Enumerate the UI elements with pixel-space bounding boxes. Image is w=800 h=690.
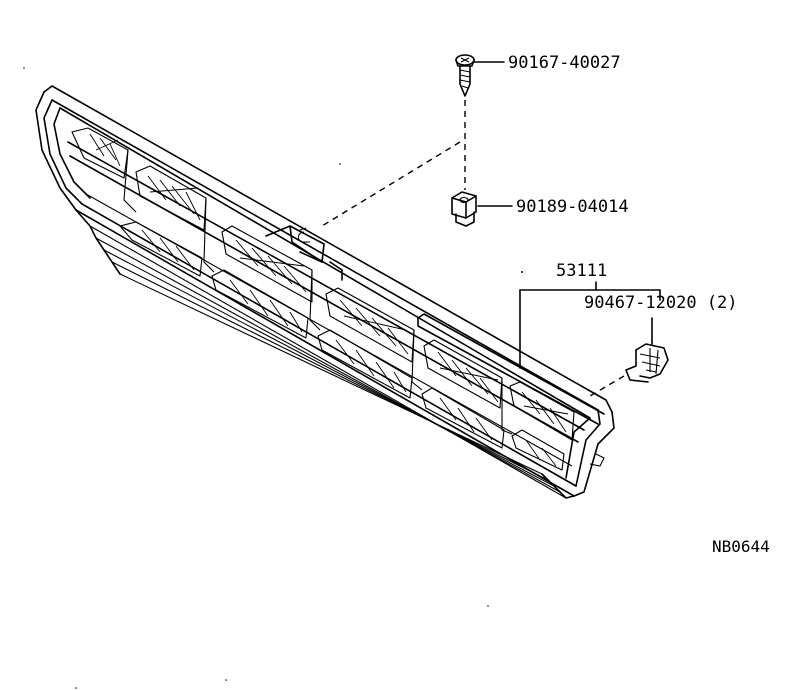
radiator-grille: C	[35, 85, 615, 499]
upper-openings	[71, 127, 575, 441]
screw-part: 90167-40027	[455, 53, 621, 97]
scan-specks	[23, 67, 523, 689]
mount-marker-glyph	[297, 231, 310, 243]
nut-part: 90189-04014	[451, 191, 629, 227]
dashed-leader-tab	[321, 141, 461, 227]
part-number-clip: 90467-12020 (2)	[584, 293, 738, 313]
grille-callout: 53111	[519, 261, 661, 369]
part-number-grille: 53111	[556, 261, 607, 281]
grille-dividers	[123, 149, 513, 435]
part-number-screw: 90167-40027	[508, 53, 621, 73]
part-number-nut: 90189-04014	[516, 197, 629, 217]
dashed-leader-clip	[589, 375, 625, 397]
lower-openings	[119, 221, 565, 471]
diagram-reference-code: NB0644	[712, 537, 770, 556]
clip-part: 90467-12020 (2)	[584, 293, 738, 397]
mounting-tab: C	[265, 225, 343, 281]
